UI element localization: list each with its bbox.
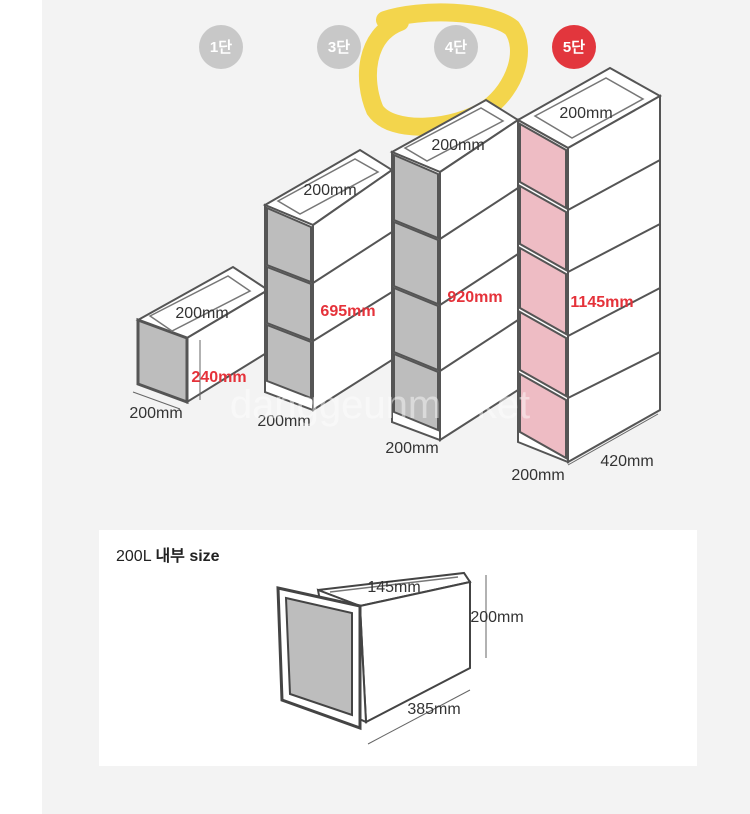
stack2-depth-label: 200mm xyxy=(303,182,356,199)
stack-1-tier: 200mm 240mm 200mm xyxy=(129,265,270,422)
badge-label: 4단 xyxy=(445,39,467,56)
badge-3-tier: 3단 xyxy=(317,25,361,69)
watermark-text: danggeunmarket xyxy=(230,383,530,427)
stack-4-tier: 200mm 920mm 200mm xyxy=(385,98,520,457)
stack4-height-label: 1145mm xyxy=(570,294,633,311)
stack3-height-label: 920mm xyxy=(447,289,502,306)
stack1-width-label: 200mm xyxy=(129,405,182,422)
stack3-depth-label: 200mm xyxy=(431,137,484,154)
stack4-width-label: 200mm xyxy=(511,467,564,484)
stack4-length-label: 420mm xyxy=(600,453,653,470)
badge-1-tier: 1단 xyxy=(199,25,243,69)
stack-5-tier: 200mm 1145mm 200mm 420mm xyxy=(511,66,663,484)
inner-length-label: 385mm xyxy=(407,701,460,718)
stack2-width-label: 200mm xyxy=(257,413,310,430)
badge-5-tier: 5단 xyxy=(552,25,596,69)
stack2-height-label: 695mm xyxy=(320,303,375,320)
stack3-width-label: 200mm xyxy=(385,440,438,457)
stack4-depth-label: 200mm xyxy=(559,105,612,122)
inner-size-title: 200L 내부 size xyxy=(116,547,220,565)
badge-label: 5단 xyxy=(563,39,585,56)
badge-label: 1단 xyxy=(210,39,232,56)
inner-drawer-illustration: 145mm 200mm 385mm xyxy=(276,571,524,745)
badge-label: 3단 xyxy=(328,39,350,56)
stack1-height-label: 240mm xyxy=(191,369,246,386)
inner-top-label: 145mm xyxy=(367,579,420,596)
stack1-depth-label: 200mm xyxy=(175,305,228,322)
badge-4-tier: 4단 xyxy=(434,25,478,69)
stack-3-tier: 200mm 695mm 200mm xyxy=(257,148,394,430)
inner-height-label: 200mm xyxy=(470,609,523,626)
